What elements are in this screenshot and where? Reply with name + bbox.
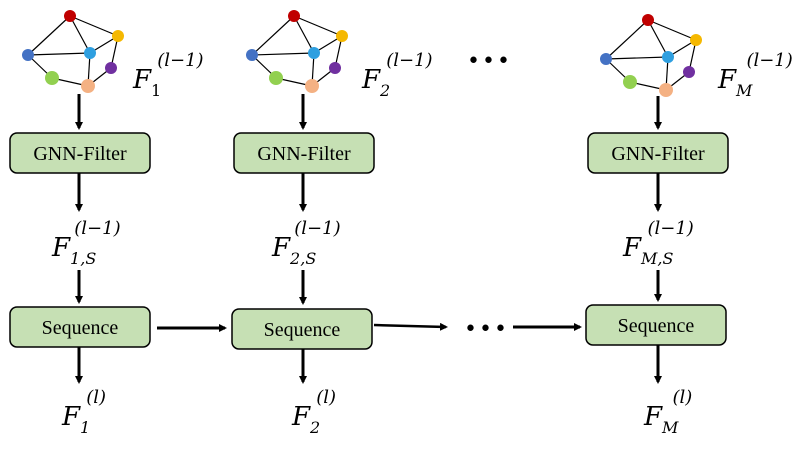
sequence-box: Sequence bbox=[585, 304, 727, 346]
svg-text:Sequence: Sequence bbox=[618, 315, 695, 337]
gnn-filter-box: GNN-Filter bbox=[233, 132, 375, 174]
svg-text:Sequence: Sequence bbox=[42, 317, 119, 339]
filtered-label: FM,S(l−1) bbox=[622, 218, 694, 268]
column-2: F2(l−1) GNN-Filter F2,S(l−1) Sequence F2… bbox=[231, 10, 433, 437]
arrow-seq2-to-ellipsis bbox=[373, 322, 448, 331]
svg-text:GNN-Filter: GNN-Filter bbox=[611, 143, 705, 165]
output-label: F1(l) bbox=[61, 387, 106, 437]
graph-label: F1(l−1) bbox=[132, 50, 204, 100]
graph-label: FM(l−1) bbox=[717, 50, 793, 100]
graph-icon bbox=[22, 10, 124, 93]
graph-icon bbox=[246, 10, 348, 93]
column-m: FM(l−1) GNN-Filter FM,S(l−1) Sequence FM… bbox=[585, 14, 793, 437]
filtered-label: F2,S(l−1) bbox=[271, 218, 341, 268]
svg-text:GNN-Filter: GNN-Filter bbox=[257, 143, 351, 165]
sequence-box: Sequence bbox=[9, 306, 151, 348]
ellipsis-middle: ••• bbox=[464, 317, 509, 342]
output-label: F2(l) bbox=[291, 387, 336, 437]
filtered-label: F1,S(l−1) bbox=[51, 218, 121, 268]
sequence-box: Sequence bbox=[231, 308, 373, 350]
graph-label: F2(l−1) bbox=[361, 50, 433, 100]
output-label: FM(l) bbox=[643, 387, 692, 437]
ellipsis-top: ••• bbox=[467, 49, 512, 74]
graph-icon bbox=[600, 14, 702, 97]
gnn-filter-box: GNN-Filter bbox=[9, 132, 151, 174]
svg-text:GNN-Filter: GNN-Filter bbox=[33, 143, 127, 165]
svg-text:Sequence: Sequence bbox=[264, 319, 341, 341]
gnn-filter-box: GNN-Filter bbox=[587, 132, 729, 174]
column-1: F1(l−1) GNN-Filter F1,S(l−1) Sequence F1… bbox=[9, 10, 204, 437]
